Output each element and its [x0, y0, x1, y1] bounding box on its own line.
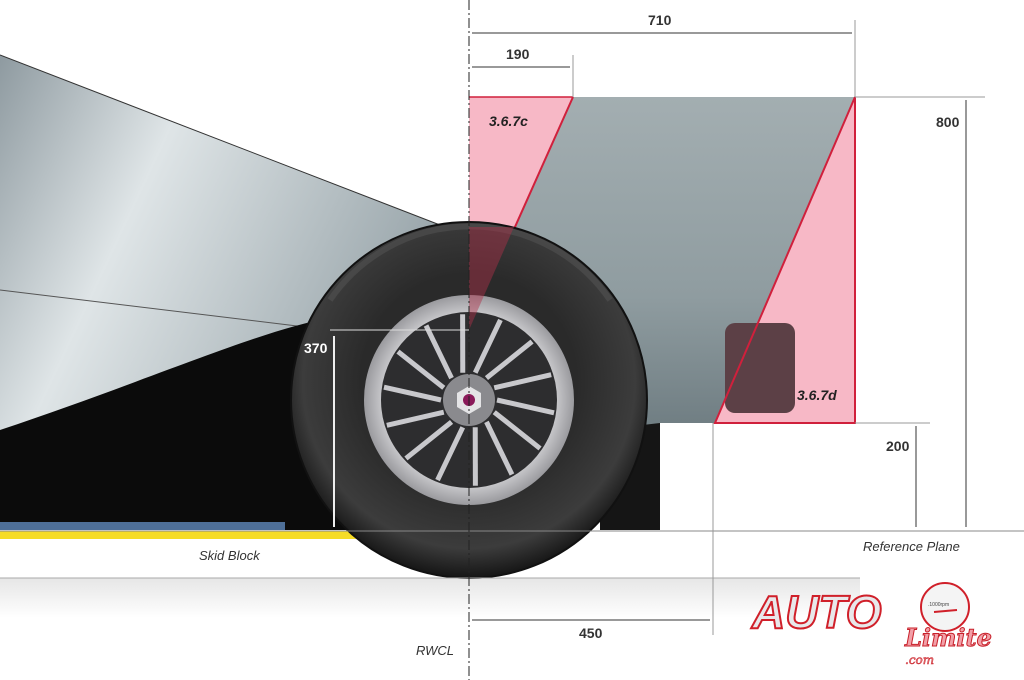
tyre-highlight [327, 223, 613, 302]
logo-gauge-icon [920, 582, 970, 632]
plank-stripe [0, 522, 285, 530]
skid-block [0, 531, 360, 539]
zone-label-3-6-7d: 3.6.7d [797, 387, 837, 403]
logo-gauge-needle [933, 609, 958, 613]
rwcl-label: RWCL [416, 643, 454, 658]
autolimite-logo: AUTO .1000rpm Limite .com [750, 582, 992, 667]
wheel-spoke [493, 372, 552, 391]
skid-block-label: Skid Block [199, 548, 261, 563]
wheel-spoke [404, 419, 454, 461]
dim-200: 200 [886, 438, 910, 454]
wheel-spoke [472, 318, 503, 374]
dim-800: 800 [936, 114, 960, 130]
wheel-spoke [484, 420, 515, 476]
zone-d-edge [713, 96, 856, 424]
wheel-spoke [435, 426, 466, 482]
logo-script-text: Limite [904, 623, 992, 652]
wheel-spoke [423, 324, 454, 380]
wheel-spoke [396, 349, 446, 390]
zone-label-3-6-7c: 3.6.7c [489, 113, 528, 129]
ground-shadow [0, 578, 860, 618]
dim-710: 710 [648, 12, 672, 28]
logo-suffix-text: .com [905, 653, 934, 667]
wheel-spoke [492, 410, 542, 451]
dim-190: 190 [506, 46, 530, 62]
wheel-spokes [383, 314, 555, 486]
wheel-spoke [383, 384, 442, 403]
dim-370: 370 [304, 340, 328, 356]
dimension-lines [472, 32, 967, 621]
zone-c-overlay [469, 227, 514, 330]
logo-gauge-text: .1000rpm [928, 602, 949, 608]
cover-crease [0, 289, 331, 331]
cover-outline [0, 54, 441, 226]
logo-main-text: AUTO [751, 586, 882, 638]
wheel-spoke [386, 409, 445, 428]
endplate-cutout [725, 323, 795, 413]
wheel-spoke [496, 397, 555, 416]
reference-plane-label: Reference Plane [863, 539, 960, 554]
wheel-spoke [484, 339, 534, 381]
dim-450: 450 [579, 625, 603, 641]
